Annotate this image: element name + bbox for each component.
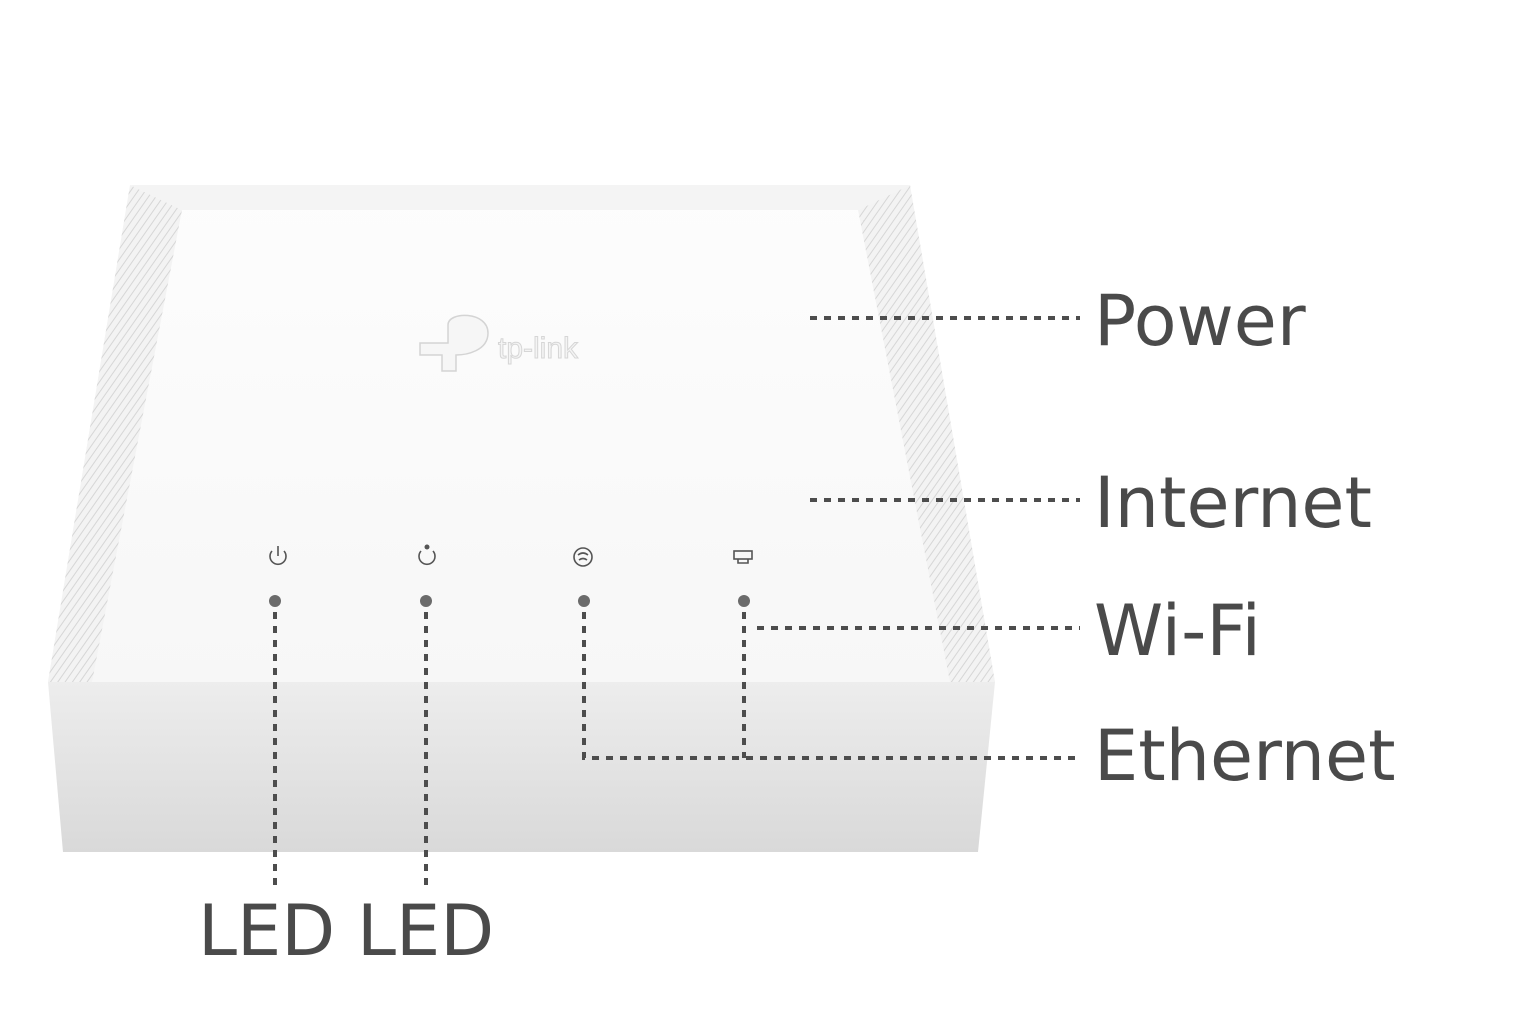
left-side-texture (48, 185, 182, 682)
router-body (48, 185, 995, 852)
wifi-icon (573, 547, 593, 567)
wifi-label: Wi-Fi (1094, 590, 1261, 672)
brand-logo: tp-link (419, 314, 580, 372)
led-dot-internet (420, 595, 432, 607)
led-dot-power (269, 595, 281, 607)
power-label: Power (1094, 280, 1306, 362)
led-dot-wifi (578, 595, 590, 607)
internet-label: Internet (1094, 462, 1372, 544)
ethernet-label: Ethernet (1094, 715, 1396, 797)
ethernet-leader (582, 612, 1080, 760)
led-dot-ethernet (738, 595, 750, 607)
router-front-face (48, 682, 995, 852)
right-side-texture (858, 185, 995, 682)
top-rim (130, 185, 910, 210)
led-dots (269, 595, 750, 607)
led-icons (269, 544, 753, 567)
leader-lines (273, 316, 1080, 885)
router-top-face (48, 185, 995, 682)
led-right-label: LED (357, 890, 494, 972)
svg-text:tp-link: tp-link (498, 332, 579, 365)
internet-icon (418, 544, 436, 566)
power-icon (269, 546, 287, 566)
wifi-leader (742, 612, 1080, 758)
ethernet-icon (733, 550, 753, 564)
led-left-label: LED (198, 890, 335, 972)
